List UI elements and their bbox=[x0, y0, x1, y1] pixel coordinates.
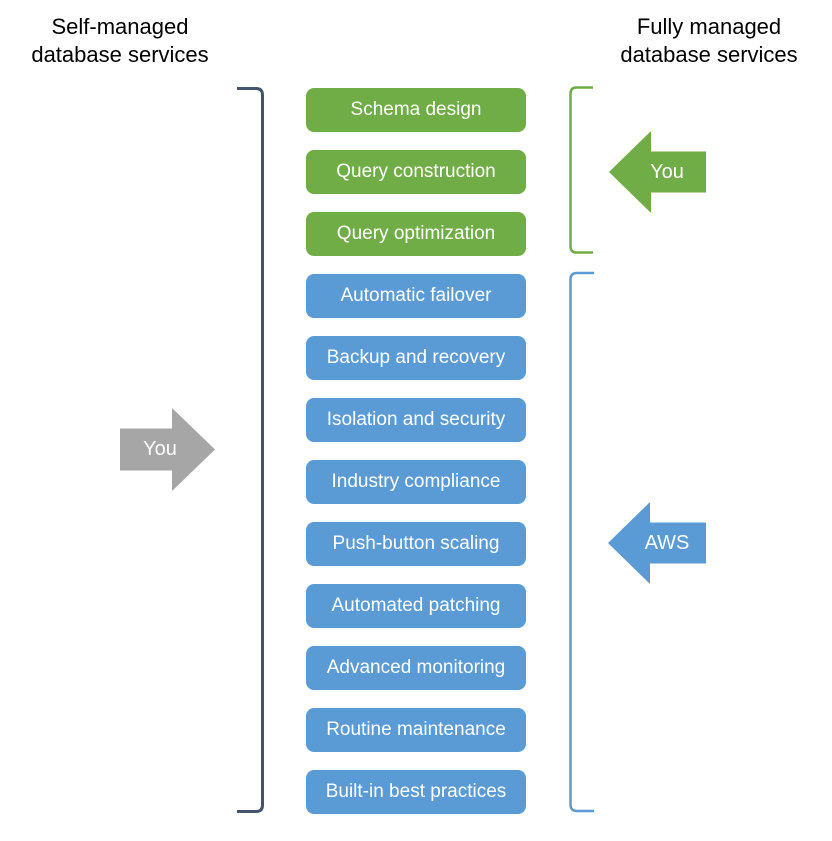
self-managed-you-label: You bbox=[143, 438, 177, 460]
task-box-routine-maintenance: Routine maintenance bbox=[306, 708, 526, 752]
task-box-push-button-scaling: Push-button scaling bbox=[306, 522, 526, 566]
fully-managed-you-label: You bbox=[650, 160, 684, 183]
left-column-heading: Self-managed database services bbox=[31, 14, 209, 67]
fully-managed-aws-bracket bbox=[569, 271, 594, 813]
task-box-column: Schema design Query construction Query o… bbox=[306, 88, 526, 814]
task-box-automatic-failover: Automatic failover bbox=[306, 274, 526, 318]
task-box-automated-patching: Automated patching bbox=[306, 584, 526, 628]
task-box-built-in-practices: Built-in best practices bbox=[306, 770, 526, 814]
right-column-heading: Fully managed database services bbox=[620, 14, 798, 67]
task-box-query-construction: Query construction bbox=[306, 150, 526, 194]
task-box-backup-and-recovery: Backup and recovery bbox=[306, 336, 526, 380]
self-managed-bracket bbox=[237, 87, 264, 813]
task-box-industry-compliance: Industry compliance bbox=[306, 460, 526, 504]
task-box-advanced-monitoring: Advanced monitoring bbox=[306, 646, 526, 690]
task-box-query-optimization: Query optimization bbox=[306, 212, 526, 256]
green-left-arrow-icon bbox=[609, 131, 706, 213]
fully-managed-aws-label: AWS bbox=[644, 531, 690, 554]
gray-right-arrow-icon bbox=[120, 408, 215, 491]
task-box-isolation-security: Isolation and security bbox=[306, 398, 526, 442]
task-box-schema-design: Schema design bbox=[306, 88, 526, 132]
fully-managed-you-bracket bbox=[569, 86, 593, 254]
blue-left-arrow-icon bbox=[608, 502, 706, 584]
